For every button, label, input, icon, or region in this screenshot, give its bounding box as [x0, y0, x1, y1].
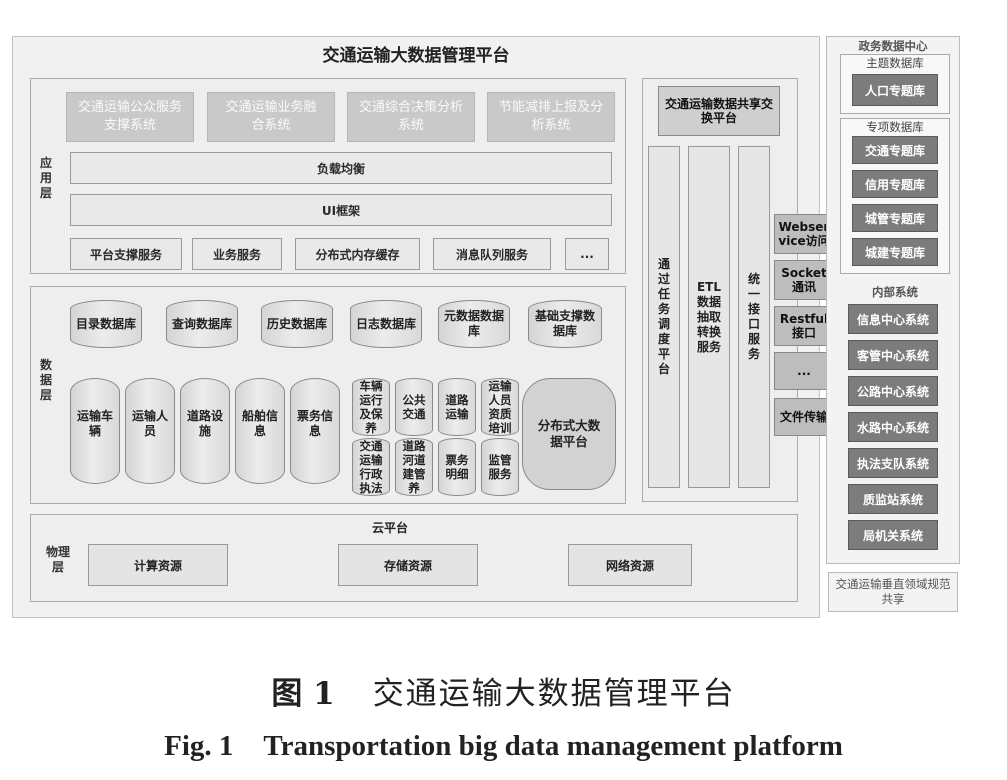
compute-resources: 计算资源 — [88, 544, 228, 586]
caption-en-prefix: Fig. 1 — [164, 729, 234, 762]
interface-file-transfer: 文件传输 — [774, 398, 834, 436]
figure-caption-en: Fig. 1 Transportation big data managemen… — [0, 724, 1007, 768]
interface-more: ... — [774, 352, 834, 390]
db-personnel-training: 运输 人员 资质 培训 — [481, 378, 519, 436]
service-message-queue: 消息队列服务 — [433, 238, 551, 270]
physical-layer-label: 物理 层 — [45, 545, 70, 574]
storage-resources: 存储资源 — [338, 544, 478, 586]
db-ticket-detail: 票务 明细 — [438, 438, 476, 496]
service-more: ... — [565, 238, 609, 270]
data-layer-label: 数 据 层 — [39, 357, 52, 402]
caption-cn-title: 交通运输大数据管理平台 — [372, 675, 736, 712]
interface-restful: Restful 接口 — [774, 306, 834, 346]
theme-db-title: 主题数据库 — [866, 56, 924, 70]
db-ship-info: 船舶信 息 — [235, 378, 285, 484]
population-db: 人口专题库 — [852, 74, 938, 106]
unified-interface-column: 统 一 接 口 服 务 — [738, 146, 770, 488]
db-catalog: 目录数据库 — [70, 300, 142, 348]
interface-webservice: Webser vice访问 — [774, 214, 834, 254]
app-system-public-service: 交通运输公众服务支撑系统 — [66, 92, 194, 142]
db-admin-enforcement: 交通 运输 行政 执法 — [352, 438, 390, 496]
urban-construction-db: 城建专题库 — [852, 238, 938, 266]
db-vehicle-operation: 车辆 运行 及保 养 — [352, 378, 390, 436]
caption-cn-prefix: 图 1 — [271, 675, 335, 712]
app-system-decision-analysis: 交通综合决策分析系统 — [347, 92, 475, 142]
internal-quality-station: 质监站系统 — [848, 484, 938, 514]
db-road-river-maintenance: 道路 河道 建管 养 — [395, 438, 433, 496]
db-road-facility: 道路设 施 — [180, 378, 230, 484]
ui-framework-bar: UI框架 — [70, 194, 612, 226]
internal-passenger-center: 客管中心系统 — [848, 340, 938, 370]
db-supervision-service: 监管 服务 — [481, 438, 519, 496]
network-resources: 网络资源 — [568, 544, 692, 586]
internal-info-center: 信息中心系统 — [848, 304, 938, 334]
app-system-business-fusion: 交通运输业务融合系统 — [207, 92, 335, 142]
db-transport-vehicle: 运输车 辆 — [70, 378, 120, 484]
db-road-transport: 道路 运输 — [438, 378, 476, 436]
caption-en-title: Transportation big data management platf… — [263, 729, 843, 762]
distributed-big-data-platform: 分布式大数 据平台 — [522, 378, 616, 490]
load-balance-bar: 负载均衡 — [70, 152, 612, 184]
exchange-platform-title: 交通运输数据共享交换平台 — [658, 86, 780, 136]
service-platform-support: 平台支撑服务 — [70, 238, 182, 270]
credit-db: 信用专题库 — [852, 170, 938, 198]
db-metadata: 元数据数据 库 — [438, 300, 510, 348]
service-business: 业务服务 — [192, 238, 282, 270]
db-transport-personnel: 运输人 员 — [125, 378, 175, 484]
traffic-db: 交通专题库 — [852, 136, 938, 164]
task-scheduling-column: 通 过 任 务 调 度 平 台 — [648, 146, 680, 488]
special-db-title: 专项数据库 — [866, 120, 924, 134]
vertical-share-box: 交通运输垂直领域规范共享 — [828, 572, 958, 612]
db-log: 日志数据库 — [350, 300, 422, 348]
urban-mgmt-db: 城管专题库 — [852, 204, 938, 232]
db-history: 历史数据库 — [261, 300, 333, 348]
db-base-support: 基础支撑数 据库 — [528, 300, 602, 348]
app-layer-label: 应 用 层 — [39, 155, 52, 200]
internal-highway-center: 公路中心系统 — [848, 376, 938, 406]
db-public-transport: 公共 交通 — [395, 378, 433, 436]
gov-center-title: 政务数据中心 — [858, 39, 928, 53]
internal-waterway-center: 水路中心系统 — [848, 412, 938, 442]
app-system-energy-reporting: 节能减排上报及分析系统 — [487, 92, 615, 142]
platform-title: 交通运输大数据管理平台 — [322, 45, 510, 66]
db-ticket-info: 票务信 息 — [290, 378, 340, 484]
service-distributed-cache: 分布式内存缓存 — [295, 238, 420, 270]
internal-systems-title: 内部系统 — [872, 285, 918, 299]
cloud-platform-label: 云平台 — [371, 520, 408, 535]
db-query: 查询数据库 — [166, 300, 238, 348]
figure-caption-cn: 图 1 交通运输大数据管理平台 — [0, 668, 1007, 712]
internal-enforcement: 执法支队系统 — [848, 448, 938, 478]
interface-socket: Socket 通讯 — [774, 260, 834, 300]
internal-bureau-office: 局机关系统 — [848, 520, 938, 550]
etl-service-column: ETL 数据 抽取 转换 服务 — [688, 146, 730, 488]
